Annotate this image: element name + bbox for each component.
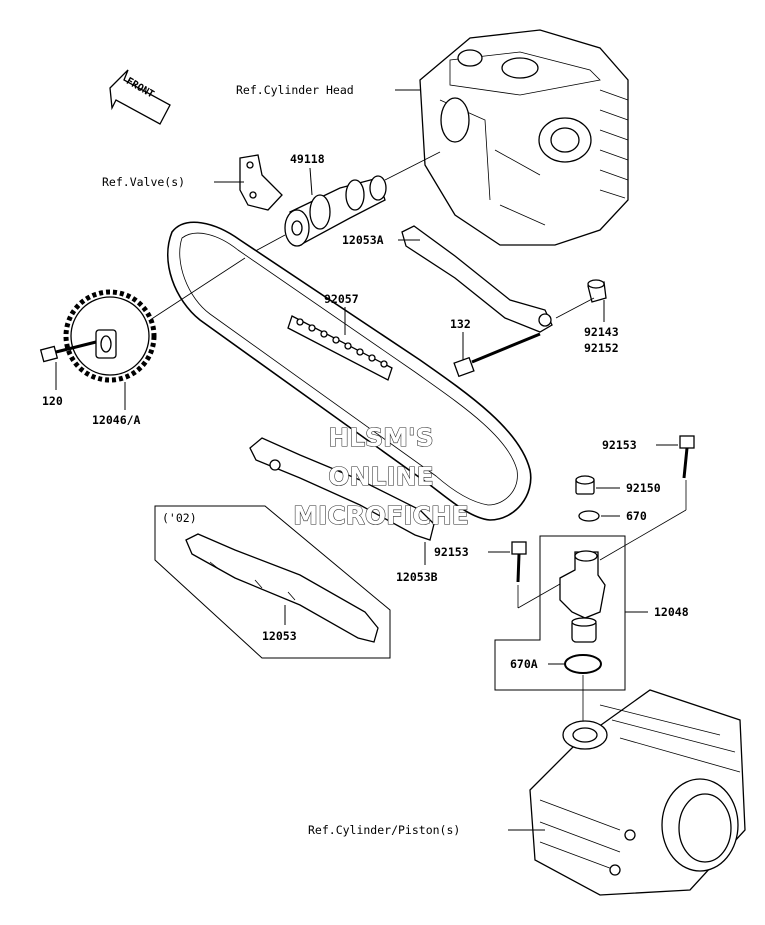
pin-b-label: 92152 bbox=[584, 341, 619, 355]
watermark-line1: HLSM'S bbox=[328, 423, 433, 452]
watermark-line2: ONLINE bbox=[328, 462, 433, 491]
valve-bracket-drawing bbox=[239, 154, 283, 211]
bolt-132-drawing bbox=[453, 332, 541, 378]
variant-02-note: ('02) bbox=[162, 511, 197, 525]
oring-large-icon bbox=[564, 654, 602, 674]
chain-links-icon bbox=[287, 315, 393, 381]
guide-upper-drawing bbox=[401, 225, 553, 333]
guide-02-label: 12053 bbox=[262, 629, 297, 643]
camshaft-label: 49118 bbox=[290, 152, 325, 166]
oring-small-label: 670 bbox=[626, 509, 647, 523]
watermark: HLSM'S ONLINE MICROFICHE bbox=[293, 422, 470, 530]
guide-upper-label: 12053A bbox=[342, 233, 384, 247]
oring-small-icon bbox=[578, 510, 600, 522]
bolt-132-label: 132 bbox=[450, 317, 471, 331]
bolt-top-drawing bbox=[679, 435, 695, 479]
guide-lower-drawing bbox=[249, 437, 435, 541]
pin-drawing bbox=[587, 279, 607, 303]
sprocket-label: 12046/A bbox=[92, 413, 141, 427]
bolt-120-drawing bbox=[39, 340, 97, 363]
ref-cylinder-head-label: Ref.Cylinder Head bbox=[236, 83, 354, 97]
cap-bolt-drawing bbox=[575, 475, 595, 495]
cylinder-drawing bbox=[529, 689, 746, 896]
bolt-mid-drawing bbox=[511, 541, 527, 583]
tensioner-label: 12048 bbox=[654, 605, 689, 619]
cam-chain-drawing bbox=[167, 221, 532, 521]
sprocket-drawing bbox=[63, 289, 157, 383]
pin-a-label: 92143 bbox=[584, 325, 619, 339]
variant-02-box: ('02) 12053 bbox=[154, 505, 391, 659]
watermark-line3: MICROFICHE bbox=[293, 501, 469, 530]
bolt-120-label: 120 bbox=[42, 394, 63, 408]
chain-label: 92057 bbox=[324, 292, 359, 306]
ref-cylinder-piston-label: Ref.Cylinder/Piston(s) bbox=[308, 823, 460, 837]
oring-large-label: 670A bbox=[510, 657, 538, 671]
ref-valves-label: Ref.Valve(s) bbox=[102, 175, 185, 189]
front-arrow-icon: FRONT bbox=[109, 69, 171, 125]
tensioner-drawing bbox=[559, 550, 606, 643]
camshaft-drawing bbox=[284, 175, 387, 247]
bolt-mid-label: 92153 bbox=[434, 545, 469, 559]
guide-lower-label: 12053B bbox=[396, 570, 438, 584]
cap-bolt-label: 92150 bbox=[626, 481, 661, 495]
cylinder-head-drawing bbox=[419, 29, 629, 246]
bolt-top-label: 92153 bbox=[602, 438, 637, 452]
